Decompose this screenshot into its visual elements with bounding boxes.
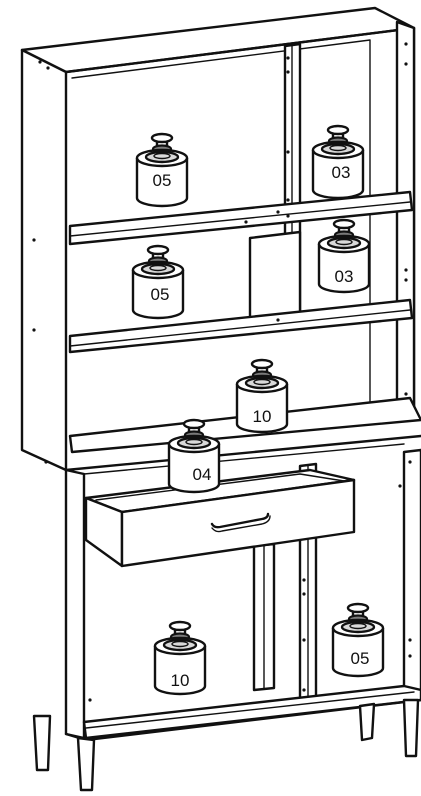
weight-counter: 10	[235, 358, 289, 434]
drawer-handle	[210, 512, 270, 529]
legs	[32, 698, 420, 792]
shelf-middle	[68, 298, 414, 354]
leg-right	[402, 698, 420, 758]
top-panel	[20, 6, 416, 74]
lower-left-side	[64, 468, 86, 740]
weight-top-left: 05	[135, 132, 189, 208]
weight-top-right: 03	[311, 124, 365, 200]
weight-label: 03	[332, 163, 351, 182]
left-side-panel	[20, 48, 68, 472]
leg-front-right	[76, 736, 96, 792]
assembly-holes	[32, 42, 408, 464]
weight-label: 05	[153, 171, 172, 190]
weight-label: 03	[335, 267, 354, 286]
weight-label: 10	[253, 407, 272, 426]
weight-mid-right: 03	[317, 218, 371, 294]
bottom-shelf	[82, 684, 421, 740]
back-panel-edge	[71, 39, 371, 419]
drawer	[84, 468, 356, 568]
weight-bottom-left: 10	[153, 620, 207, 696]
lower-right-side	[402, 448, 421, 694]
partition-middle	[248, 230, 302, 324]
right-side-panel	[395, 20, 416, 422]
lower-cabinet	[32, 434, 421, 792]
weight-label: 05	[151, 285, 170, 304]
weight-mid-left: 05	[131, 244, 185, 320]
leg-back-right	[358, 702, 376, 742]
leg-front-left	[32, 714, 52, 772]
weight-label: 04	[193, 465, 212, 484]
weight-drawer: 04	[167, 418, 221, 494]
shelf-upper	[68, 190, 414, 246]
weight-bottom-right: 05	[331, 602, 385, 678]
weight-label: 10	[171, 671, 190, 690]
weight-label: 05	[351, 649, 370, 668]
